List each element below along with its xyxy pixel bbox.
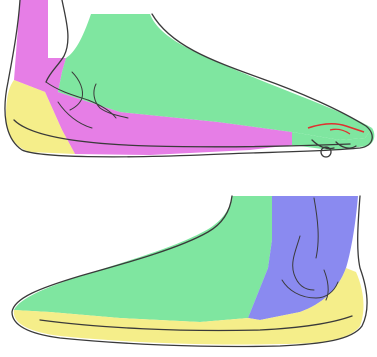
lateral-foot-figure bbox=[12, 196, 367, 347]
lateral-green-region bbox=[14, 196, 272, 322]
medial-foot-figure bbox=[5, 0, 374, 157]
